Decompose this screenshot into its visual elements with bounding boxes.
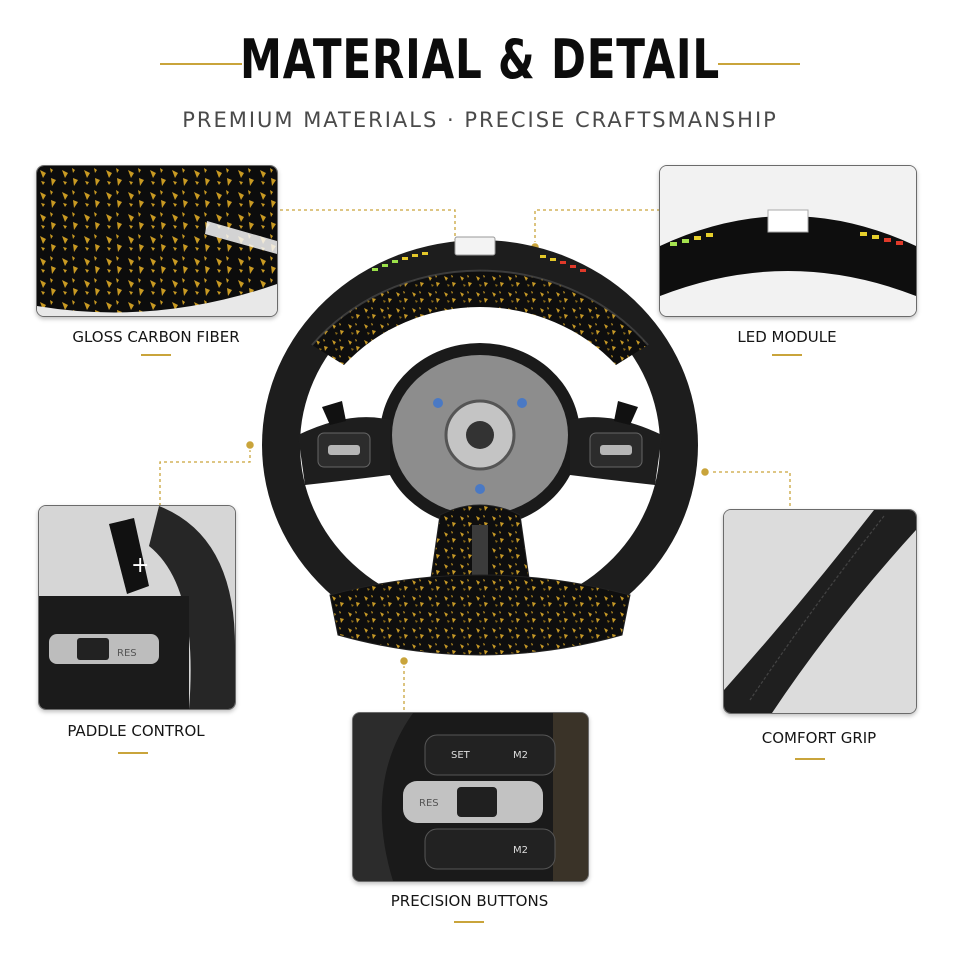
title-rule-left xyxy=(160,63,242,65)
page-subtitle: PREMIUM MATERIALS · PRECISE CRAFTSMANSHI… xyxy=(182,108,778,132)
svg-text:+: + xyxy=(131,553,149,578)
dot-grip xyxy=(699,466,711,478)
led-module-panel xyxy=(659,165,917,317)
label-carbon: GLOSS CARBON FIBER xyxy=(72,328,240,346)
label-led: LED MODULE xyxy=(737,328,837,346)
label-grip: COMFORT GRIP xyxy=(761,729,877,747)
led-strip xyxy=(372,236,586,272)
underline-carbon xyxy=(141,354,171,356)
underline-led xyxy=(772,354,802,356)
dot-paddle xyxy=(244,439,256,451)
svg-text:RES: RES xyxy=(117,648,137,659)
svg-text:M2: M2 xyxy=(513,845,528,856)
underline-buttons xyxy=(454,921,484,923)
svg-text:M2: M2 xyxy=(513,750,528,761)
precision-buttons-panel: SET M2 RES M2 xyxy=(352,712,589,882)
label-paddle: PADDLE CONTROL xyxy=(67,722,205,740)
underline-paddle xyxy=(118,752,148,754)
underline-grip xyxy=(795,758,825,760)
paddle-control-panel: + RES xyxy=(38,505,236,710)
carbon-fiber-panel xyxy=(36,165,278,317)
svg-text:RES: RES xyxy=(419,798,439,809)
page-title: MATERIAL & DETAIL xyxy=(240,28,720,91)
steering-wheel-image xyxy=(262,236,698,656)
dot-buttons xyxy=(398,655,410,667)
title-rule-right xyxy=(718,63,800,65)
svg-text:SET: SET xyxy=(451,750,471,761)
comfort-grip-panel xyxy=(723,509,917,714)
label-buttons: PRECISION BUTTONS xyxy=(390,892,549,910)
